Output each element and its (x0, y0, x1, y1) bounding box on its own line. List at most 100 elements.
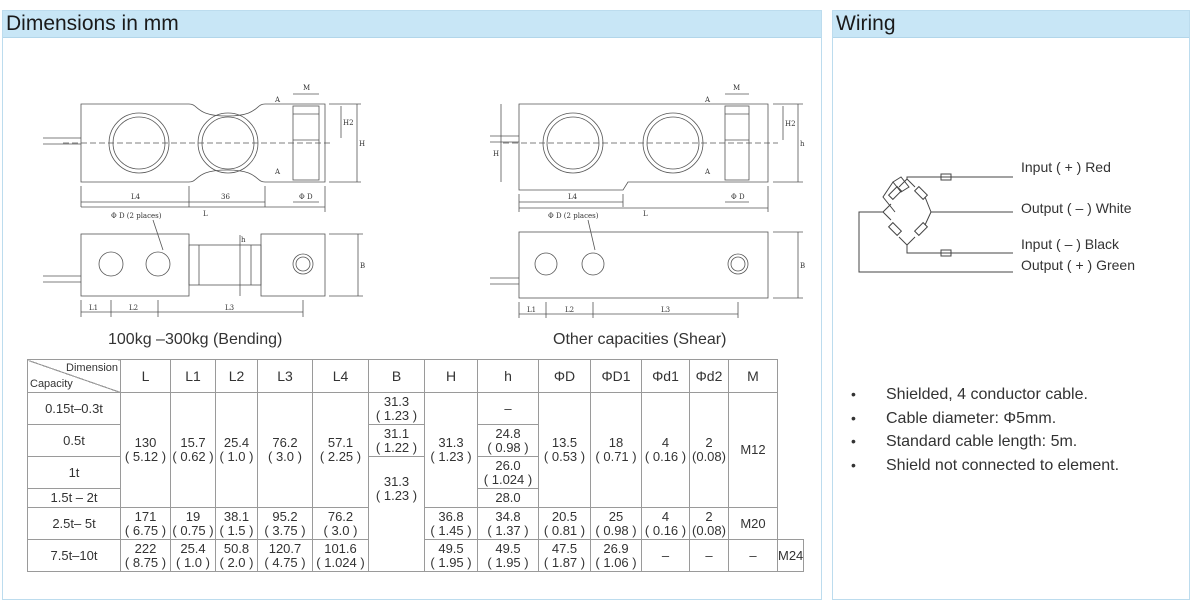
dimensions-panel: Dimensions in mm (2, 10, 822, 600)
cell-phid1: 4( 0.16 ) (641, 507, 690, 540)
wire-output-negative-label: Output ( – ) White (1021, 200, 1132, 216)
cell-H: 31.3( 1.23 ) (424, 392, 478, 508)
cell-M: M20 (728, 507, 778, 540)
shear-phiD2-label: Φ D (2 places) (548, 212, 599, 220)
bend-A-bottom-label: A (274, 168, 281, 176)
bend-L4-label: L4 (131, 193, 141, 201)
cell-h: 34.8( 1.37 ) (477, 507, 539, 540)
cell-B: 31.3( 1.23 ) (368, 392, 425, 425)
cell-phid1: 4( 0.16 ) (641, 392, 690, 508)
dimension-drawings: M A A H2 H L4 36 Φ D L Φ D (2 places) h … (43, 84, 805, 318)
header-B: B (368, 359, 425, 393)
cell-M: M24 (776, 539, 805, 572)
cell-L: 222( 8.75 ) (120, 539, 171, 572)
dimensions-header: Dimensions in mm (3, 11, 821, 38)
cell-phiD1: 18( 0.71 ) (590, 392, 642, 508)
cell-M: M12 (728, 392, 778, 508)
cell-phiD1: – (641, 539, 690, 572)
table-row: 0.15t–0.3t 130( 5.12 ) 15.7( 0.62 ) 25.4… (27, 392, 804, 508)
capacity-cell: 1.5t – 2t (27, 488, 121, 508)
bend-phiD2-label: Φ D (2 places) (111, 212, 162, 220)
cell-L1: 19( 0.75 ) (170, 507, 216, 540)
list-item: Cable diameter: Φ5mm. (851, 407, 1119, 431)
wire-output-positive-label: Output ( + ) Green (1021, 257, 1135, 273)
shear-top-view (490, 93, 803, 212)
cell-phiD: 26.9( 1.06 ) (590, 539, 642, 572)
bend-L-label: L (203, 210, 208, 218)
bend-B-label: B (360, 262, 365, 270)
capacity-cell: 0.15t–0.3t (27, 392, 121, 425)
cell-L4: 101.6( 1.024 ) (312, 539, 369, 572)
header-M: M (728, 359, 778, 393)
cell-L3: 76.2( 3.0 ) (257, 392, 313, 508)
cell-h: – (477, 392, 539, 425)
cell-phid2: – (728, 539, 778, 572)
corner-capacity-label: Capacity (30, 378, 73, 390)
bending-top-view (43, 93, 361, 212)
header-H: H (424, 359, 478, 393)
bend-L1-label: L1 (89, 304, 98, 312)
capacity-cell: 0.5t (27, 424, 121, 457)
bend-36-label: 36 (221, 193, 230, 201)
cell-B: 31.1( 1.22 ) (368, 424, 425, 457)
cell-phid2: 2(0.08) (689, 392, 729, 508)
cell-L1: 25.4( 1.0 ) (170, 539, 216, 572)
cell-H: 36.8( 1.45 ) (424, 507, 478, 540)
shear-H-label: H (493, 150, 499, 158)
table-header-row: Dimension Capacity L L1 L2 L3 L4 B H h Φ… (27, 359, 804, 393)
table-row: 7.5t–10t 222( 8.75 ) 25.4( 1.0 ) 50.8( 2… (27, 539, 805, 572)
dimensions-table: Dimension Capacity L L1 L2 L3 L4 B H h Φ… (27, 359, 805, 572)
shear-L4-label: L4 (568, 193, 578, 201)
wire-input-negative-label: Input ( – ) Black (1021, 236, 1120, 252)
shear-phiD-label: Φ D (731, 193, 745, 201)
cell-h: 24.8( 0.98 ) (477, 424, 539, 457)
cell-L3: 95.2( 3.75 ) (257, 507, 313, 540)
shear-M-label: M (733, 84, 740, 92)
cell-phiD: 20.5( 0.81 ) (538, 507, 591, 540)
cell-h: 47.5( 1.87 ) (538, 539, 591, 572)
caption-shear: Other capacities (Shear) (553, 331, 727, 348)
cell-phiD: 13.5( 0.53 ) (538, 392, 591, 508)
shear-B-label: B (800, 262, 805, 270)
corner-dimension-label: Dimension (66, 362, 118, 374)
wiring-panel: Wiring In (832, 10, 1190, 600)
shear-side-view (490, 219, 803, 318)
table-corner-cell: Dimension Capacity (27, 359, 121, 393)
cell-B: 31.3( 1.23 ) (368, 456, 425, 572)
wiring-notes-list: Shielded, 4 conductor cable. Cable diame… (851, 383, 1119, 477)
header-L3: L3 (257, 359, 313, 393)
dimensions-title: Dimensions in mm (6, 12, 179, 35)
cell-L2: 25.4( 1.0 ) (215, 392, 258, 508)
bend-L3-label: L3 (225, 304, 234, 312)
header-phiD: ΦD (538, 359, 591, 393)
cell-B: 49.5( 1.95 ) (424, 539, 478, 572)
list-item: Standard cable length: 5m. (851, 430, 1119, 454)
cell-L4: 57.1( 2.25 ) (312, 392, 369, 508)
bending-side-view (43, 219, 363, 317)
bend-H-label: H (359, 140, 365, 148)
header-phid2: Φd2 (689, 359, 729, 393)
bend-M-label: M (303, 84, 310, 92)
capacity-cell: 7.5t–10t (27, 539, 121, 572)
cell-L3: 120.7( 4.75 ) (257, 539, 313, 572)
cell-L: 130( 5.12 ) (120, 392, 171, 508)
cell-H: 49.5( 1.95 ) (477, 539, 539, 572)
bend-phiD-label: Φ D (299, 193, 313, 201)
cell-h: 26.0( 1.024 ) (477, 456, 539, 489)
header-phiD1: ΦD1 (590, 359, 642, 393)
bend-h-label: h (241, 236, 246, 244)
caption-bending: 100kg –300kg (Bending) (108, 331, 283, 348)
cell-L2: 50.8( 2.0 ) (215, 539, 258, 572)
bend-A-top-label: A (274, 96, 281, 104)
wiring-header: Wiring (833, 11, 1189, 38)
shear-A-bottom-label: A (704, 168, 711, 176)
wire-input-positive-label: Input ( + ) Red (1021, 159, 1111, 175)
list-item: Shielded, 4 conductor cable. (851, 383, 1119, 407)
shear-H2-label: H2 (785, 120, 796, 128)
cell-L: 171( 6.75 ) (120, 507, 171, 540)
table-row: 2.5t– 5t 171( 6.75 ) 19( 0.75 ) 38.1( 1.… (27, 507, 804, 540)
shear-L-label: L (643, 210, 648, 218)
list-item: Shield not connected to element. (851, 454, 1119, 478)
wiring-diagram (858, 173, 1013, 273)
wiring-title: Wiring (836, 12, 896, 35)
